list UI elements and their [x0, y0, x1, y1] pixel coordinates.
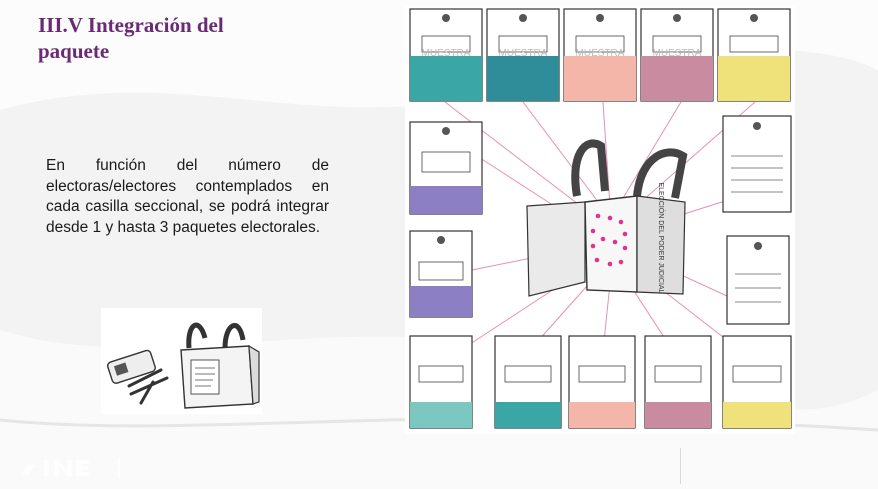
slide-body-text: En función del número de electoras/elect… [46, 157, 329, 236]
watermark-text: MUESTRA [653, 48, 702, 59]
card-bottom-4 [644, 335, 712, 429]
card-top-5 [717, 8, 791, 102]
card-right-2 [726, 235, 790, 325]
card-bottom-5 [722, 335, 792, 429]
card-bottom-3 [568, 335, 636, 429]
ine-logo-icon [22, 458, 120, 478]
watermark-text: MUESTRA [576, 48, 625, 59]
stapler-icon [107, 349, 169, 405]
card-top-3: MUESTRA [563, 8, 637, 102]
card-bottom-2 [494, 335, 562, 429]
card-left-2 [409, 230, 473, 318]
card-top-4: MUESTRA [640, 8, 714, 102]
card-bottom-1 [409, 335, 473, 429]
card-right-1 [722, 115, 792, 213]
bag-label: ELECCIÓN DEL PODER JUDICIAL [657, 183, 666, 294]
footer-divider [680, 448, 681, 484]
card-left-1 [409, 121, 483, 215]
package-integration-diagram: MUESTRA MUESTRA MUESTRA MUESTRA [405, 6, 795, 434]
card-top-2: MUESTRA [486, 8, 560, 102]
card-top-1: MUESTRA [409, 8, 483, 102]
slide-title: III.V Integración del paquete [38, 13, 224, 63]
electoral-bag-icon: ELECCIÓN DEL PODER JUDICIAL [526, 139, 688, 297]
watermark-text: MUESTRA [499, 48, 548, 59]
electoral-bag-icon [180, 322, 260, 409]
bag-and-stapler-illustration [101, 308, 262, 414]
watermark-text: MUESTRA [422, 48, 471, 59]
